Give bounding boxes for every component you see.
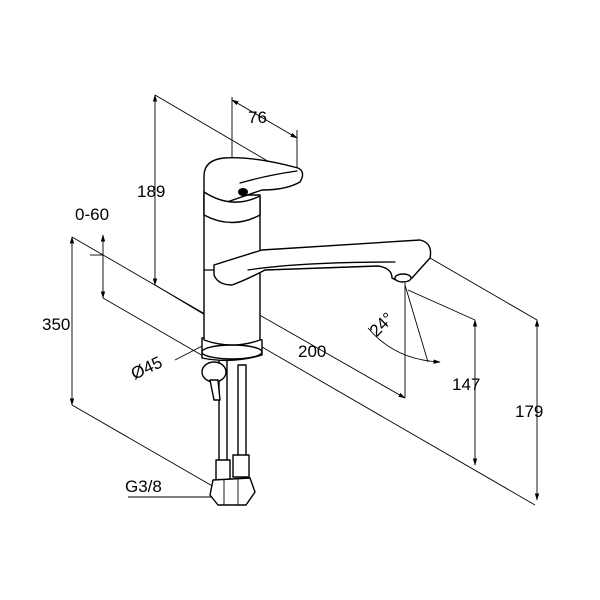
angle-arc [367,327,441,364]
ext-line-179-top [429,257,538,321]
dim-line-76 [231,99,298,139]
faucet-body [201,157,432,506]
hose-nut-left [215,459,231,481]
hose-nut-right [232,454,250,478]
label-spout-height: 147 [452,375,480,394]
label-handle-width: 76 [248,108,267,127]
mounting-nut [201,361,227,383]
ext-line-0-60-bottom [102,297,211,361]
label-spout-angle: 24° [366,309,398,341]
label-overall-height: 350 [42,315,70,334]
indicator-dot [238,188,248,196]
angle-leg [404,284,429,363]
dimension-lines [69,94,540,506]
label-adjust-range: 0-60 [75,205,109,224]
ext-line-350-bottom [71,404,229,496]
label-top-height: 179 [515,402,543,421]
lever-handle [203,157,304,211]
aerator [394,273,412,283]
label-handle-height: 189 [137,182,165,201]
ext-line-147-top [407,289,476,321]
label-base-diameter: Ø45 [128,353,165,384]
lever-cap [203,191,261,224]
lever-edge [239,170,298,184]
faucet-spout [213,239,432,286]
dimension-labels: 76 189 0-60 350 Ø45 200 24° 147 179 G3/8 [42,108,543,496]
spout-highlight [247,261,396,271]
label-spout-reach: 200 [298,342,326,361]
base-ring [201,344,263,360]
label-connection-thread: G3/8 [125,477,162,496]
connection-fitting [209,477,256,506]
mounting-bolt [209,379,221,401]
